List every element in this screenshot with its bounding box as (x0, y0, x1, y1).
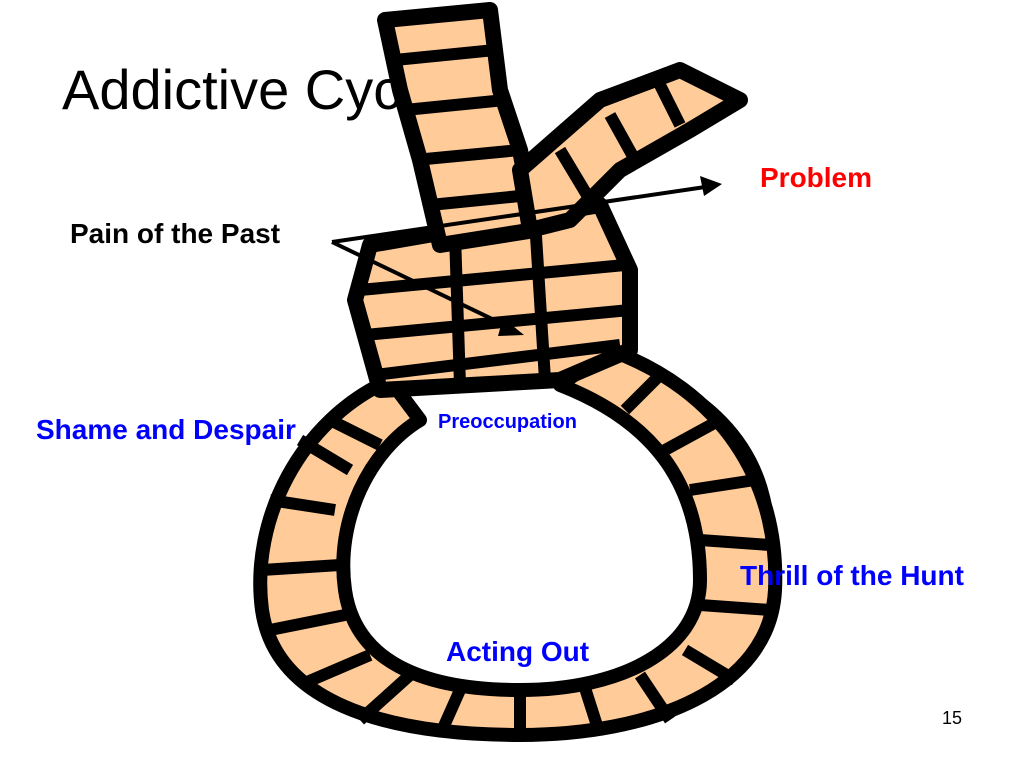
rope-loop (260, 350, 775, 738)
label-pain-of-the-past: Pain of the Past (70, 220, 280, 248)
page-number: 15 (942, 708, 962, 729)
label-preoccupation: Preoccupation (438, 412, 577, 432)
label-thrill-of-the-hunt: Thrill of the Hunt (740, 562, 964, 590)
label-problem: Problem (760, 164, 872, 192)
rope-diagonal-end (520, 70, 740, 230)
label-acting-out: Acting Out (446, 638, 589, 666)
rope-upper-end (385, 10, 535, 245)
label-shame-and-despair: Shame and Despair (36, 416, 296, 444)
